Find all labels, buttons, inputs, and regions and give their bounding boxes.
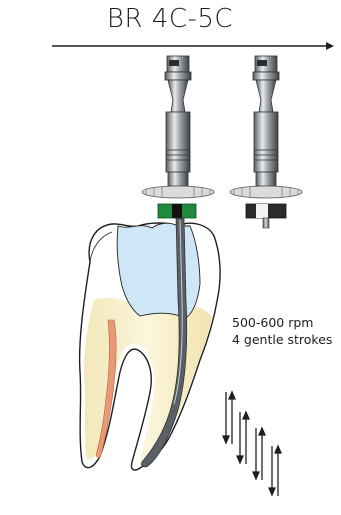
speed-label: 500-600 rpm [232,315,313,330]
rotary-file-active [142,56,214,218]
tooth-cross-section [80,218,220,470]
strokes-label: 4 gentle strokes [232,332,332,347]
rotary-file-standby [230,56,302,228]
stroke-arrows [223,392,281,496]
direction-arrow [52,42,334,50]
